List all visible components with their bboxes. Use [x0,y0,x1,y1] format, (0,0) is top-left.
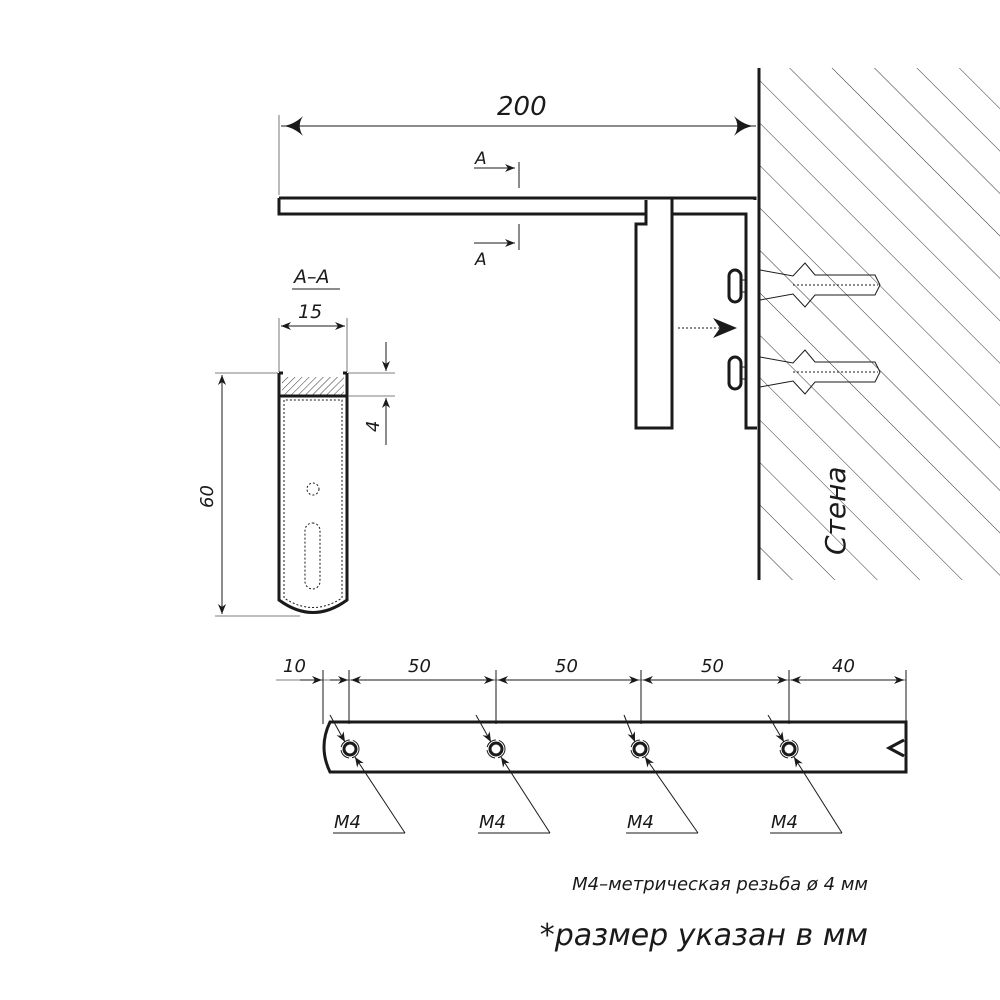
svg-text:40: 40 [832,656,855,677]
section-a-a: A–A 15 60 4 [197,266,395,617]
svg-text:M4: M4 [771,812,798,833]
anchor-bottom [727,349,881,395]
svg-text:60: 60 [197,485,218,508]
svg-text:15: 15 [298,301,322,323]
note-thread: M4–метрическая резьба ø 4 мм [572,874,868,895]
dimension-overall-length: 200 [278,92,756,195]
wall: Стена [757,68,1000,580]
section-marks: A A [474,149,520,270]
anchor-top [727,262,881,308]
rail-bottom-view: 10 50 50 50 40 M4 M4 M4 [276,656,908,834]
svg-text:M4: M4 [334,812,361,833]
thread-hole-1: M4 [329,714,406,834]
svg-text:50: 50 [555,656,578,677]
svg-text:10: 10 [283,656,306,677]
svg-text:200: 200 [497,92,547,122]
svg-text:M4: M4 [627,812,654,833]
bracket-side-view [277,196,757,430]
svg-text:A: A [474,149,487,169]
thread-hole-3: M4 [623,714,699,834]
thread-hole-2: M4 [475,714,551,834]
svg-text:A: A [474,250,487,270]
svg-text:50: 50 [408,656,431,677]
wall-label: Стена [819,466,852,555]
note-units: *размер указан в мм [540,918,868,953]
svg-text:4: 4 [363,421,384,432]
section-title: A–A [292,266,330,288]
svg-text:50: 50 [701,656,724,677]
thread-hole-4: M4 [767,714,843,834]
svg-text:M4: M4 [479,812,506,833]
wall-anchors [727,262,881,395]
